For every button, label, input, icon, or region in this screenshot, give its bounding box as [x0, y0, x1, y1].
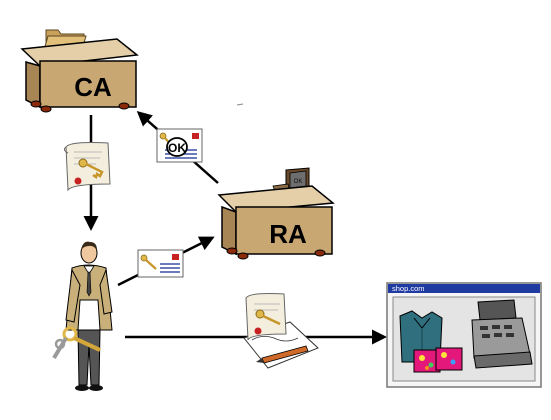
ca-label: CA — [74, 72, 112, 102]
key-icon — [78, 158, 104, 179]
shop-title: shop.com — [392, 284, 425, 293]
pen-icon — [256, 345, 309, 364]
shirts-icon — [399, 310, 443, 363]
gift-boxes-icon — [413, 347, 463, 373]
certificate-scroll-icon — [63, 142, 111, 192]
ok-stamp-icon — [166, 137, 188, 157]
ca-desk: CA — [20, 29, 139, 113]
cash-register-icon — [471, 299, 533, 369]
monitor-label: OK — [294, 179, 303, 185]
keys-icon — [52, 326, 101, 360]
signed-document — [243, 293, 319, 369]
ra-label: RA — [269, 219, 307, 249]
certificate-scroll-icon — [245, 293, 287, 341]
seal-icon — [254, 327, 262, 335]
stamp-icon — [172, 254, 179, 260]
speck — [236, 103, 244, 106]
ok-stamp-label: OK — [168, 141, 186, 155]
user-person — [52, 241, 113, 391]
shop-window: shop.com — [386, 282, 542, 388]
key-icon — [255, 309, 281, 326]
shop-title-bar — [388, 284, 540, 293]
ra-desk: OK RA — [217, 167, 335, 260]
ok-card: OK — [156, 128, 203, 163]
key-icon — [140, 254, 157, 270]
stamp-icon — [192, 133, 199, 139]
request-card — [137, 249, 184, 278]
seal-icon — [74, 177, 82, 185]
